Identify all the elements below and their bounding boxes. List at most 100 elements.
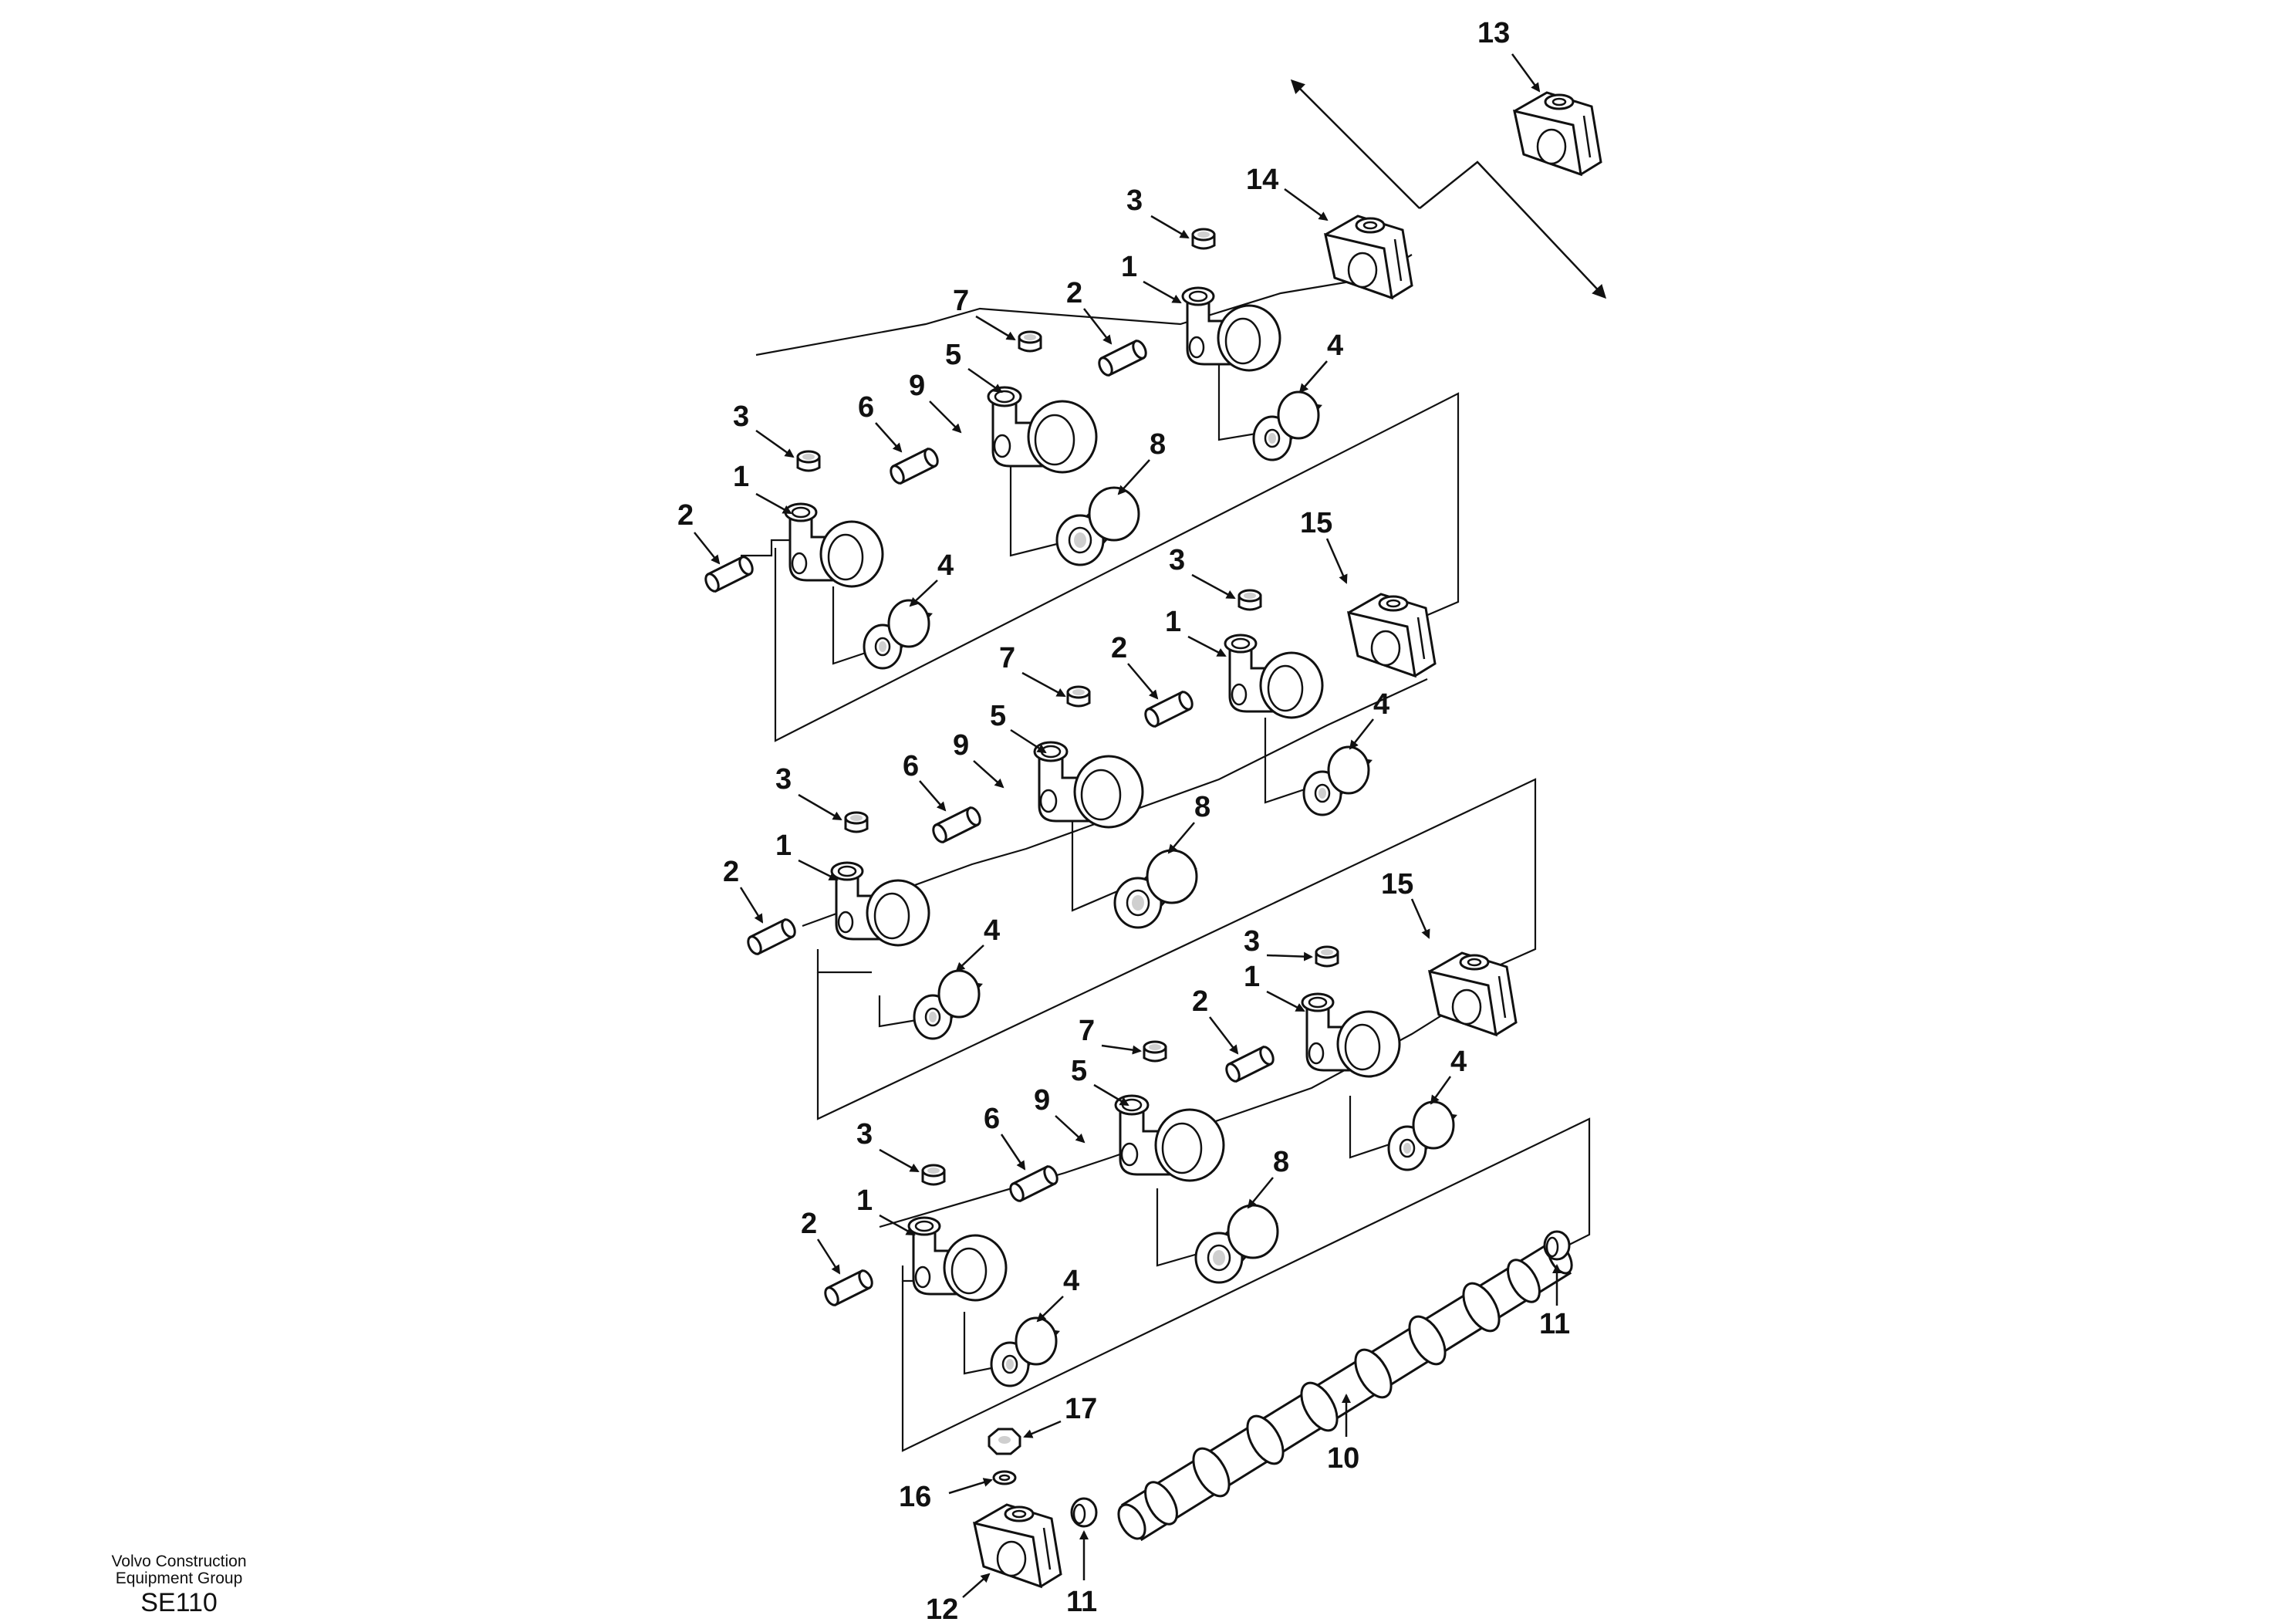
callout-9: 9 — [909, 370, 925, 402]
callout-12: 12 — [926, 1593, 958, 1622]
callout-3: 3 — [856, 1118, 873, 1151]
cap-7 — [1143, 1040, 1167, 1063]
callout-3: 3 — [1169, 544, 1185, 576]
callout-4: 4 — [937, 549, 954, 582]
callouts: 13 14 3 1 2 4 7 5 9 6 8 3 1 2 4 15 3 1 — [677, 17, 1570, 1622]
callout-2: 2 — [1192, 985, 1208, 1018]
callout-4: 4 — [1373, 688, 1389, 721]
callout-5: 5 — [1071, 1055, 1087, 1087]
cap-7 — [1018, 330, 1042, 353]
company-line-2: Equipment Group — [116, 1570, 243, 1587]
cap-7 — [1066, 685, 1091, 708]
cap-3 — [1315, 945, 1339, 968]
bracket-15 — [1347, 593, 1437, 678]
bracket-14 — [1324, 215, 1413, 299]
callout-17: 17 — [1065, 1393, 1097, 1425]
callout-6: 6 — [984, 1103, 1000, 1135]
callout-8: 8 — [1194, 791, 1210, 823]
callout-9: 9 — [953, 729, 969, 762]
pin-2 — [701, 553, 757, 595]
spring-4 — [863, 599, 932, 670]
plug-11 — [1070, 1497, 1098, 1528]
callout-14: 14 — [1246, 164, 1278, 196]
callout-4: 4 — [1327, 329, 1343, 362]
callout-16: 16 — [899, 1481, 931, 1513]
callout-8: 8 — [1273, 1146, 1289, 1178]
callout-1: 1 — [775, 830, 792, 862]
callout-2: 2 — [677, 499, 694, 532]
pin-2 — [821, 1267, 876, 1309]
center-rocker-5 — [1114, 1094, 1225, 1182]
callout-7: 7 — [1079, 1015, 1095, 1047]
spring-4 — [1302, 745, 1372, 816]
rocker-arm-1 — [1181, 286, 1281, 372]
spring-4 — [1252, 390, 1322, 461]
spring-4 — [913, 969, 982, 1040]
nut-17 — [988, 1428, 1021, 1455]
pin-6 — [886, 445, 942, 487]
callout-3: 3 — [1126, 184, 1143, 217]
callout-10: 10 — [1327, 1442, 1359, 1475]
company-line-1: Volvo Construction — [111, 1553, 246, 1570]
plug-11 — [1543, 1230, 1571, 1261]
center-rocker-5 — [1033, 741, 1144, 829]
bracket-15 — [1428, 951, 1518, 1036]
pin-2 — [1222, 1043, 1278, 1085]
footer: Volvo Construction Equipment Group SE110 — [111, 1553, 246, 1617]
callout-3: 3 — [775, 763, 792, 796]
callout-2: 2 — [801, 1208, 817, 1240]
bracket-12 — [973, 1503, 1062, 1588]
callout-5: 5 — [945, 339, 961, 371]
callout-7: 7 — [999, 642, 1015, 674]
pin-2 — [1141, 688, 1197, 730]
callout-2: 2 — [1111, 632, 1127, 664]
callout-4: 4 — [1450, 1046, 1467, 1078]
callout-11: 11 — [1066, 1586, 1097, 1618]
callout-1: 1 — [1244, 961, 1260, 993]
cap-3 — [796, 450, 821, 472]
callout-1: 1 — [856, 1184, 873, 1217]
callout-8: 8 — [1150, 428, 1166, 461]
rocker-shaft-10 — [1117, 1240, 1573, 1542]
callout-15: 15 — [1381, 868, 1413, 901]
callout-13: 13 — [1477, 17, 1510, 49]
callout-11: 11 — [1539, 1308, 1570, 1340]
pin-2 — [744, 916, 799, 958]
callout-6: 6 — [903, 750, 919, 782]
callout-3: 3 — [733, 400, 749, 433]
rocker-arm-1 — [784, 502, 884, 588]
callout-15: 15 — [1300, 507, 1332, 539]
callout-2: 2 — [1066, 277, 1082, 309]
callout-1: 1 — [1121, 251, 1137, 283]
spring-4 — [1387, 1100, 1457, 1171]
callout-1: 1 — [733, 461, 749, 493]
callout-4: 4 — [1063, 1265, 1079, 1297]
callout-9: 9 — [1034, 1084, 1050, 1117]
cap-3 — [1237, 589, 1262, 611]
center-rocker-5 — [987, 386, 1098, 474]
rocker-arm-1 — [830, 861, 930, 947]
placement-arrows — [1290, 79, 1607, 299]
spring-4 — [990, 1316, 1059, 1387]
callout-4: 4 — [984, 914, 1000, 947]
callout-1: 1 — [1165, 606, 1181, 638]
cap-3 — [1191, 228, 1216, 250]
washer-16 — [992, 1470, 1017, 1485]
rocker-arm-1 — [1224, 634, 1324, 719]
callout-5: 5 — [990, 700, 1006, 732]
spacer-8 — [1055, 486, 1140, 566]
bracket-13 — [1513, 91, 1602, 176]
callout-7: 7 — [953, 285, 969, 317]
cap-3 — [844, 811, 869, 833]
spacer-8 — [1113, 849, 1198, 929]
rocker-arm-1 — [1301, 992, 1401, 1078]
rocker-arm-1 — [907, 1216, 1008, 1302]
spacer-8 — [1194, 1204, 1279, 1284]
callout-2: 2 — [723, 856, 739, 888]
pin-6 — [1006, 1163, 1062, 1205]
cap-3 — [921, 1164, 946, 1186]
diagram-code: SE110 — [140, 1588, 218, 1617]
callout-6: 6 — [858, 391, 874, 424]
pin-6 — [929, 804, 984, 846]
